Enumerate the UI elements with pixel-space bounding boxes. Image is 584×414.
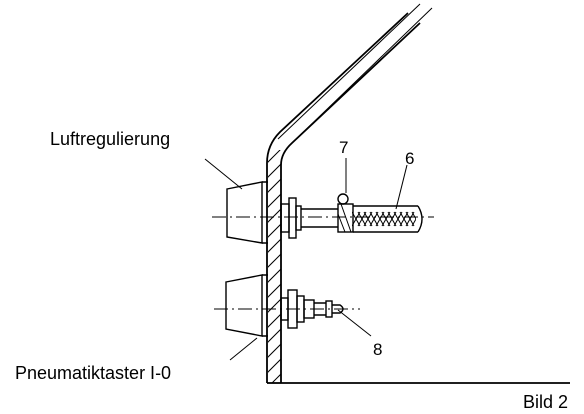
wall-hatching (268, 150, 281, 383)
air-regulation-fitting (280, 193, 423, 239)
label-air-regulation: Luftregulierung (50, 129, 170, 149)
center-lines (212, 216, 434, 310)
leader-lines (204, 158, 408, 361)
callout-part-8: 8 (373, 340, 382, 359)
air-regulation-knob (226, 181, 268, 244)
figure-caption: Bild 2 (523, 392, 568, 412)
pneumatic-button-knob (225, 274, 268, 337)
hose-knurling (352, 211, 416, 227)
housing-panel (266, 3, 570, 384)
label-pneumatic-button: Pneumatiktaster I-0 (15, 363, 171, 383)
callout-part-7: 7 (339, 138, 348, 157)
callout-part-6: 6 (405, 149, 414, 168)
